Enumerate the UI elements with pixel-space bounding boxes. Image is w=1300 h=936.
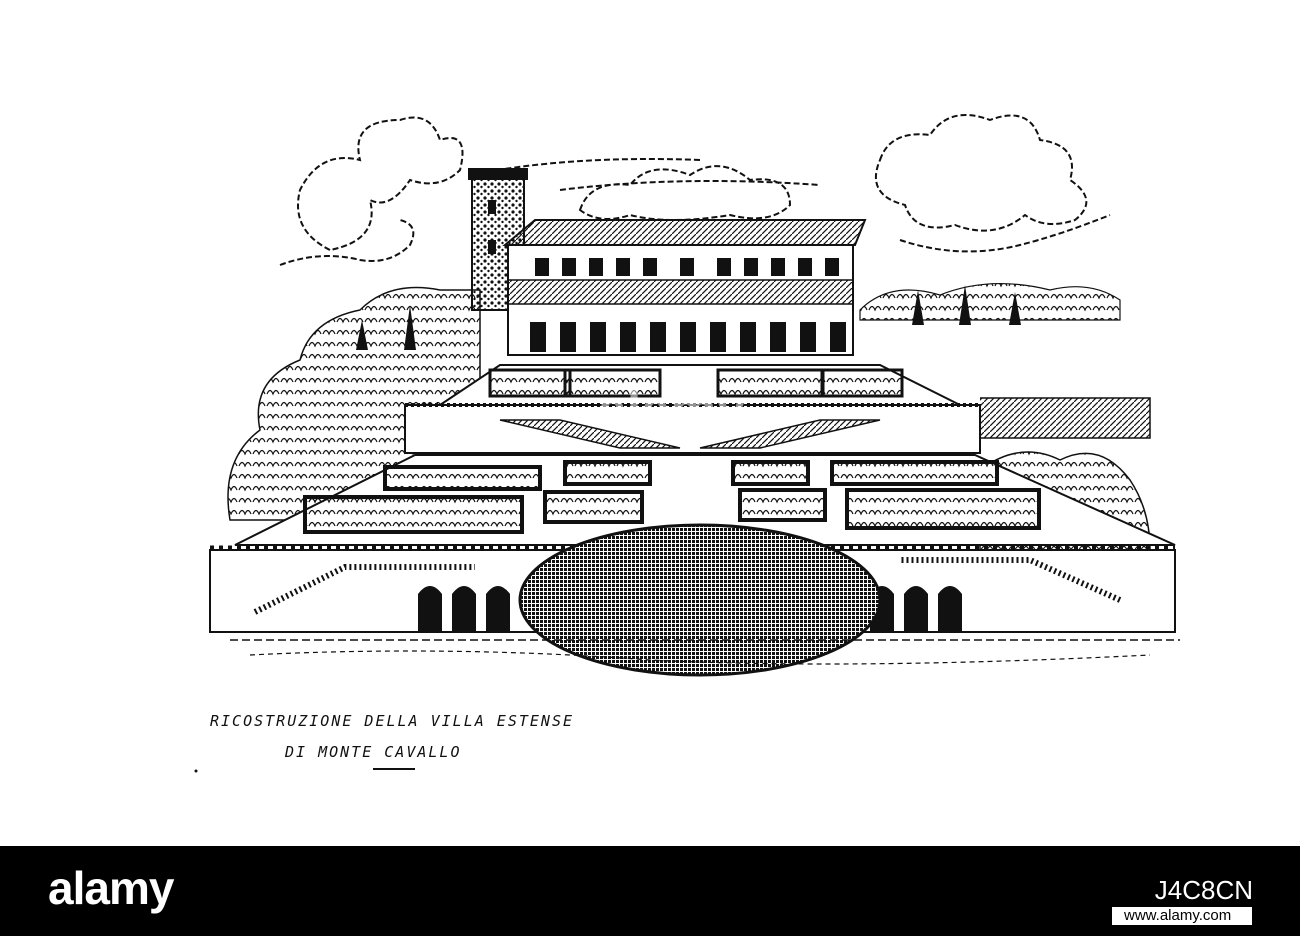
upper-terrace [404,364,1151,454]
caption-underline [373,768,415,770]
image-code: J4C8CN [1154,875,1253,905]
caption-line-1: RICOSTRUZIONE DELLA VILLA ESTENSE [210,712,575,730]
palace-arcade [530,322,846,352]
fountain-grotto [518,523,882,677]
url-background [1112,907,1252,925]
site-url[interactable]: www.alamy.com [1124,907,1232,924]
cloud-left [297,116,464,252]
villa-illustration [194,114,1180,773]
caption-line-2: DI MONTE CAVALLO [285,743,462,761]
cloud-right-trail [899,214,1111,253]
alamy-logo: alamy [48,862,174,914]
palace-windows [535,258,839,276]
stock-footer-bar [0,846,1300,936]
cloud-right [875,114,1088,232]
cloud-left-swirl [279,219,415,266]
sky-lines [469,158,821,191]
cloud-center [578,165,792,221]
clouds [279,114,1111,266]
lower-parterre [210,454,1176,551]
palace [502,219,867,356]
front-wall [209,523,1180,677]
